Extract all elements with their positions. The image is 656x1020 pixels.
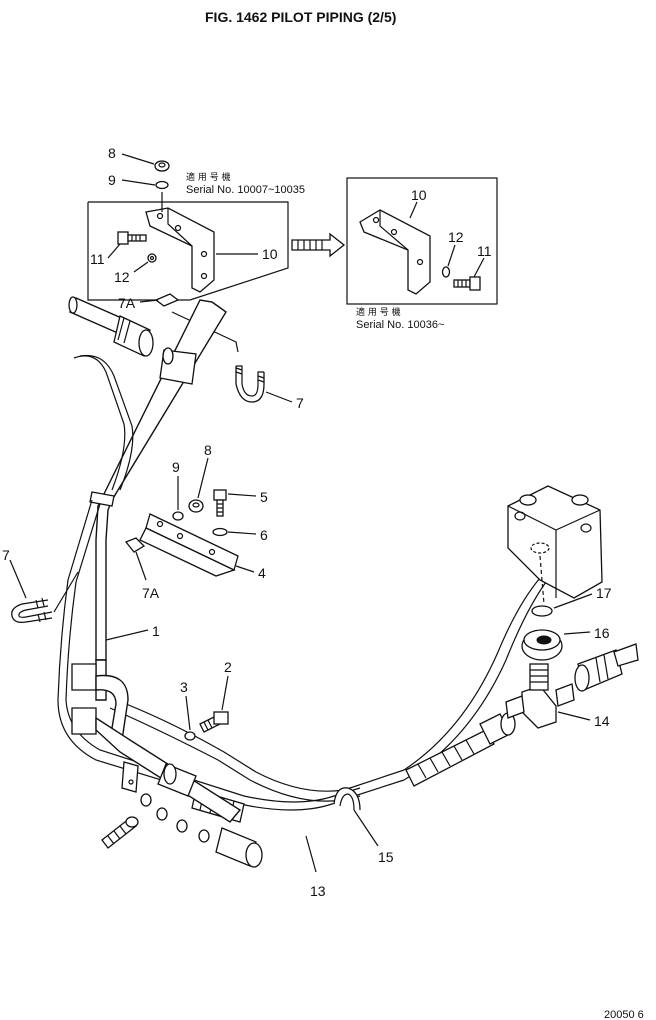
callout-4: 4 xyxy=(258,565,266,581)
washer-9-top xyxy=(155,180,169,190)
clip-7a-mid xyxy=(124,537,146,553)
callout-10-left: 10 xyxy=(262,246,278,262)
corner-code: 20050 6 xyxy=(604,1009,644,1020)
elbow-fitting-right xyxy=(574,643,639,692)
clamp-15: 15 xyxy=(333,787,394,865)
hose-13 xyxy=(57,354,547,811)
nut-8-top xyxy=(154,160,170,172)
callout-14: 14 xyxy=(594,713,610,729)
bolt-2: 2 xyxy=(199,659,232,733)
bracket-10-new xyxy=(359,209,431,295)
callout-7a-mid: 7A xyxy=(142,585,160,601)
hose-end-upper-left xyxy=(68,296,154,357)
callout-9-top: 9 xyxy=(108,172,116,188)
callout-9-mid: 9 xyxy=(172,459,180,475)
callout-8-top: 8 xyxy=(108,145,116,161)
callout-1: 1 xyxy=(152,623,160,639)
nut-8-mid xyxy=(188,499,204,513)
bracket-inset-new: 10 12 11 適 用 号 機 Serial No. 10036~ xyxy=(346,177,498,331)
inset-right-serial: Serial No. 10036~ xyxy=(356,319,444,331)
figure-title: FIG. 1462 PILOT PIPING (2/5) xyxy=(205,9,396,25)
bracket-4: 4 7A 9 8 5 6 xyxy=(124,442,268,601)
valve-block xyxy=(507,485,603,605)
replacement-arrow xyxy=(291,232,346,258)
inset-left-frame xyxy=(87,201,289,301)
callout-15: 15 xyxy=(378,849,394,865)
callout-3: 3 xyxy=(180,679,188,695)
nut-16: 16 xyxy=(521,625,610,661)
bolt-11-old xyxy=(117,231,147,245)
callout-17: 17 xyxy=(596,585,612,601)
bracket-inset-old: 適 用 号 機 Serial No. 10007~10035 8 9 xyxy=(87,145,305,301)
callout-12-right: 12 xyxy=(448,229,464,245)
callout-11-right: 11 xyxy=(477,243,492,259)
callout-2: 2 xyxy=(224,659,232,675)
callout-16: 16 xyxy=(594,625,610,641)
callout-12-left: 12 xyxy=(114,269,130,285)
washer-3: 3 xyxy=(180,679,196,741)
callout-11-left: 11 xyxy=(90,251,105,267)
inset-right-kanji: 適 用 号 機 xyxy=(356,306,401,318)
washer-12-new xyxy=(441,266,451,278)
inset-left-serial: Serial No. 10007~10035 xyxy=(186,184,305,196)
bolt-5-mid: 5 xyxy=(213,489,268,517)
bracket-10-old xyxy=(145,207,215,293)
u-bolt-7-left: 7 xyxy=(2,547,79,624)
callout-6: 6 xyxy=(260,527,268,543)
washer-6-mid xyxy=(212,527,228,537)
callout-7-left: 7 xyxy=(2,547,10,563)
tee-lower-left xyxy=(71,663,263,868)
inset-right-frame xyxy=(346,177,498,305)
washer-12-old xyxy=(147,253,157,263)
o-ring-17 xyxy=(531,605,553,617)
washer-9-mid xyxy=(172,511,184,521)
callout-7-right: 7 xyxy=(296,395,304,411)
callout-7a-top: 7A xyxy=(118,295,136,311)
pipe-1 xyxy=(89,299,227,701)
inset-left-kanji: 適 用 号 機 xyxy=(186,171,231,183)
clip-7a-top xyxy=(154,293,180,307)
callout-5: 5 xyxy=(260,489,268,505)
tee-14: 14 xyxy=(505,663,610,729)
callout-10-right: 10 xyxy=(411,187,427,203)
callout-8-mid: 8 xyxy=(204,442,212,458)
bolt-11-new xyxy=(453,276,481,291)
callout-13: 13 xyxy=(310,883,326,899)
